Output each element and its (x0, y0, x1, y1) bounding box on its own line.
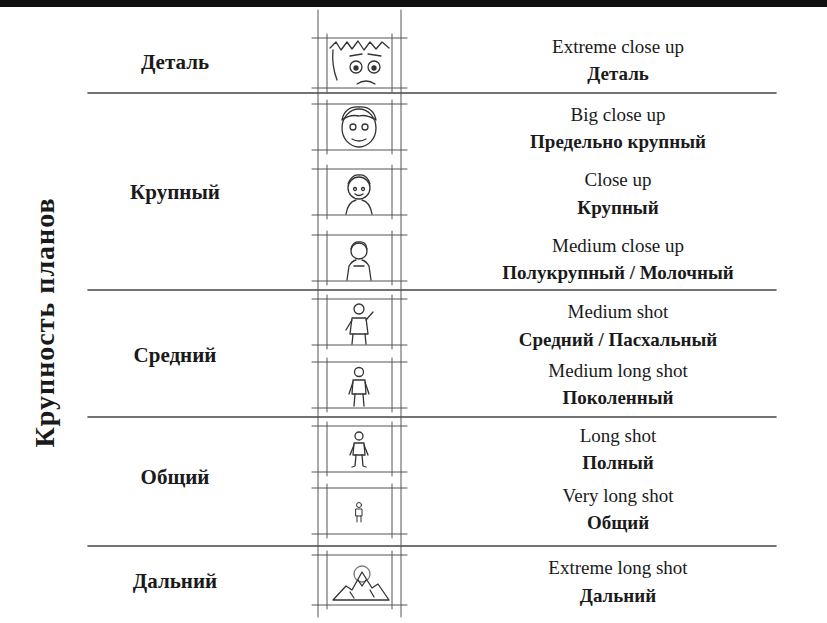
shot-name: Крупный (577, 198, 658, 219)
shot-name: Средний / Пасхальный (519, 330, 718, 351)
shot-name: Medium shot (568, 302, 669, 323)
shot-name: Medium long shot (548, 361, 687, 382)
category-label: Средний (134, 344, 217, 367)
shot-name: Поколенный (563, 388, 674, 409)
category-label: Общий (141, 466, 210, 489)
vertical-title: Крупность планов (30, 197, 61, 447)
shot-name: Общий (587, 513, 649, 534)
shot-name: Big close up (571, 105, 666, 126)
shot-name: Very long shot (563, 486, 674, 507)
shot-name: Close up (584, 170, 651, 191)
shot-name: Полукрупный / Молочный (502, 263, 733, 284)
category-label: Деталь (141, 51, 209, 74)
category-label: Крупный (130, 181, 220, 204)
shot-name: Extreme long shot (548, 558, 687, 579)
shot-name: Long shot (580, 426, 657, 447)
shot-name: Дальний (580, 586, 656, 607)
category-label: Дальний (133, 570, 217, 593)
shot-name: Деталь (587, 64, 649, 85)
shot-name: Предельно крупный (530, 132, 706, 153)
shot-name: Полный (582, 453, 653, 474)
shot-name: Medium close up (552, 236, 684, 257)
shot-name: Extreme close up (552, 37, 684, 58)
